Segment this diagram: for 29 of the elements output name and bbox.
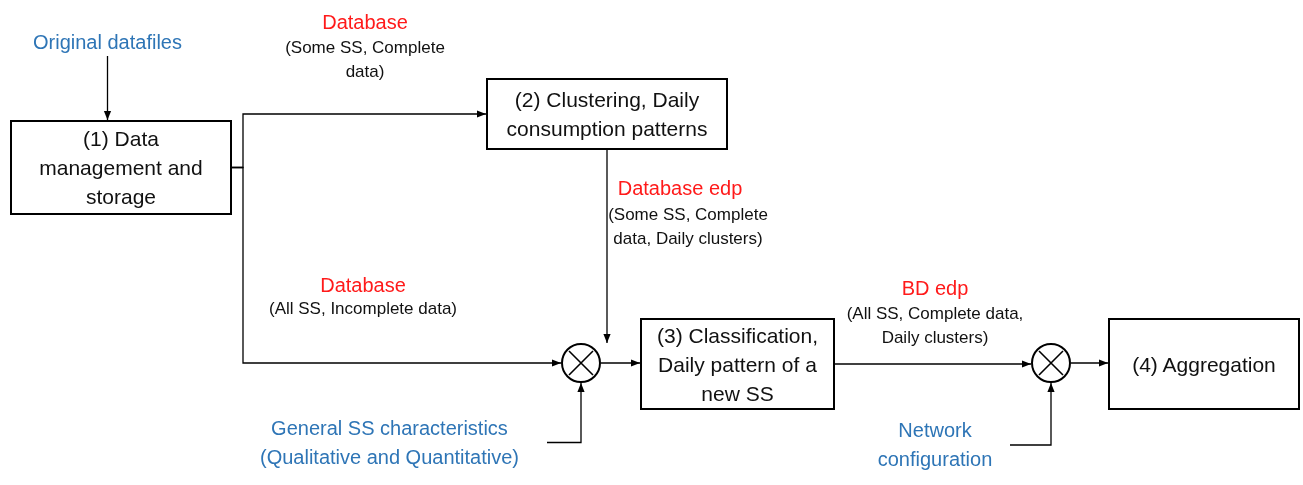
edge-label: Database edp bbox=[617, 176, 743, 200]
arrow bbox=[546, 382, 585, 444]
edge-label: BD edp bbox=[901, 276, 969, 300]
process-box bbox=[640, 318, 835, 410]
process-box bbox=[486, 78, 728, 150]
data-note: (Some SS, Complete data, Daily clusters) bbox=[607, 204, 769, 250]
process-box bbox=[1108, 318, 1300, 410]
edge-label: Database bbox=[322, 10, 408, 34]
process-box bbox=[10, 120, 232, 215]
box-text: (2) Clustering, Daily consumption patterns bbox=[505, 87, 709, 142]
arrow bbox=[834, 360, 1032, 368]
arrow bbox=[1070, 359, 1109, 367]
box-text: (3) Classification, Daily pattern of a new SS bbox=[655, 322, 820, 407]
multiplier-circle bbox=[561, 343, 601, 383]
arrow bbox=[1009, 382, 1055, 446]
arrow bbox=[600, 359, 641, 367]
input-label: Network configuration bbox=[860, 416, 1010, 474]
arrow bbox=[603, 149, 611, 344]
input-label: Original datafiles bbox=[15, 28, 200, 56]
box-text: (4) Aggregation bbox=[1131, 351, 1277, 378]
data-note: (All SS, Complete data, Daily clusters) bbox=[845, 303, 1025, 349]
input-label: General SS characteristics (Qualitative and Quantitative) bbox=[232, 400, 547, 485]
data-note: (All SS, Incomplete data) bbox=[268, 298, 458, 320]
arrow bbox=[103, 55, 112, 121]
data-note: (Some SS, Complete data) bbox=[285, 37, 445, 83]
multiplier-circle bbox=[1031, 343, 1071, 383]
box-text: (1) Data management and storage bbox=[38, 126, 204, 210]
arrow bbox=[231, 166, 562, 367]
edge-label: Database bbox=[320, 273, 406, 297]
